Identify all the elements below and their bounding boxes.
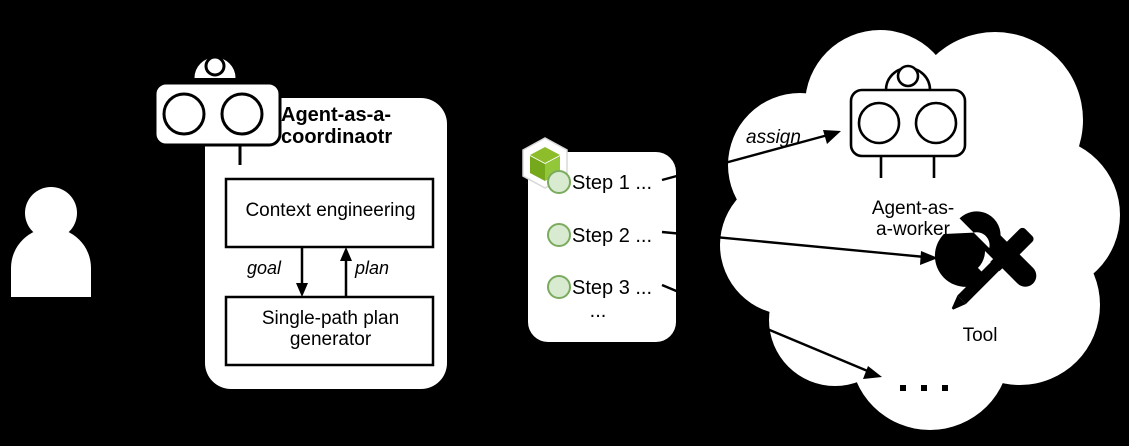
more-dots-icon [900, 385, 948, 391]
plan-generator-box[interactable] [224, 295, 435, 367]
robot-head-icon-worker [849, 64, 967, 178]
assign-edge-label: assign [746, 127, 801, 148]
goal-edge-label: goal [247, 258, 282, 278]
worker-label: Agent-as- a-worker [871, 198, 955, 241]
goal-arrow [296, 247, 308, 297]
robot-head-icon [153, 54, 282, 147]
step-item-3-label[interactable]: Step 3 ... [572, 277, 653, 299]
more-arrow [661, 283, 882, 379]
wrench-screwdriver-icon [934, 211, 1037, 310]
context-engineering-label: Context engineering [245, 200, 416, 221]
step-item-2-label[interactable]: Step 2 ... [572, 225, 653, 247]
person-icon [11, 187, 91, 297]
step-item-1-label[interactable]: Step 1 ... [572, 172, 653, 194]
steps-ellipsis-label: ... [589, 300, 607, 322]
tool-arrow [661, 230, 938, 265]
step-dot-1 [547, 170, 571, 194]
plan-edge-label: plan [355, 258, 390, 278]
plan-generator-label: Single-path plan generator [261, 308, 400, 351]
tool-label: Tool [962, 325, 998, 346]
step-dot-3 [547, 275, 571, 299]
coordinator-title: Agent-as-a- coordinaotr [281, 104, 393, 149]
context-engineering-box[interactable] [224, 177, 435, 249]
plan-arrow [340, 247, 352, 297]
step-dot-2 [547, 223, 571, 247]
assign-arrow [661, 130, 841, 182]
